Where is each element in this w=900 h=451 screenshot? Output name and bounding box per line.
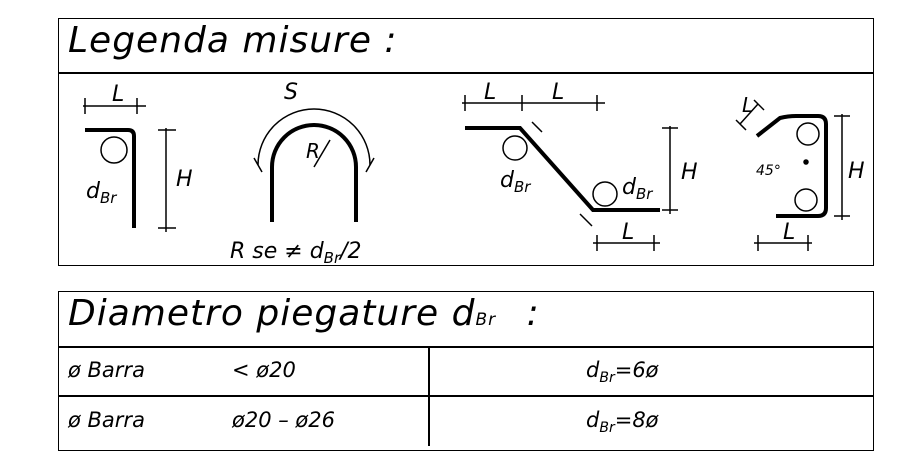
row2-range: ø20 – ø26 xyxy=(232,408,335,432)
bend-circle-bottom xyxy=(794,188,818,212)
legend-title-divider xyxy=(58,72,874,74)
table-column-divider xyxy=(428,346,430,446)
fig1-H-label: H xyxy=(176,167,193,192)
table-title-colon: : xyxy=(526,293,540,334)
figure-u-bend xyxy=(253,108,375,222)
fig1-L-label: L xyxy=(112,82,124,107)
bend-circle-bottom xyxy=(592,181,618,207)
fig3-L1-label: L xyxy=(484,80,496,105)
bend-circle xyxy=(100,136,128,164)
legend-title: Legenda misure : xyxy=(68,20,398,61)
figure-cranked-bar xyxy=(462,95,678,251)
table-title-divider xyxy=(58,346,874,348)
row1-value: dBr=6ø xyxy=(586,358,659,386)
table-title-sub: Br xyxy=(475,310,497,330)
fig4-angle-label: 45° xyxy=(756,163,781,179)
row1-range: < ø20 xyxy=(232,358,296,382)
legend-panel xyxy=(58,18,874,266)
table-row-divider xyxy=(58,395,874,397)
fig4-L2-label: L xyxy=(783,220,795,245)
table-title: Diametro piegature dBr : xyxy=(68,293,540,334)
row2-value: dBr=8ø xyxy=(586,408,659,436)
table-title-main: Diametro piegature d xyxy=(68,293,476,334)
fig2-R-label: R xyxy=(306,139,320,163)
bend-circle-top xyxy=(502,135,528,161)
fig4-H-label: H xyxy=(848,159,865,184)
fig3-d1-label: dBr xyxy=(500,168,531,196)
fig3-H-label: H xyxy=(681,160,698,185)
bend-circle-top xyxy=(796,122,820,146)
fig2-S-label: S xyxy=(284,80,298,105)
row2-label: ø Barra xyxy=(68,408,145,432)
fig3-d2-label: dBr xyxy=(622,175,653,203)
fig4-L1-label: L xyxy=(742,93,753,117)
fig3-L3-label: L xyxy=(622,220,634,245)
figure-hook-90 xyxy=(83,98,176,232)
fig2-note: R se ≠ dBr/2 xyxy=(230,239,362,267)
row1-label: ø Barra xyxy=(68,358,145,382)
fig1-d-label: dBr xyxy=(86,179,117,207)
figure-closed-hook xyxy=(735,99,850,251)
fig3-L2-label: L xyxy=(552,80,564,105)
